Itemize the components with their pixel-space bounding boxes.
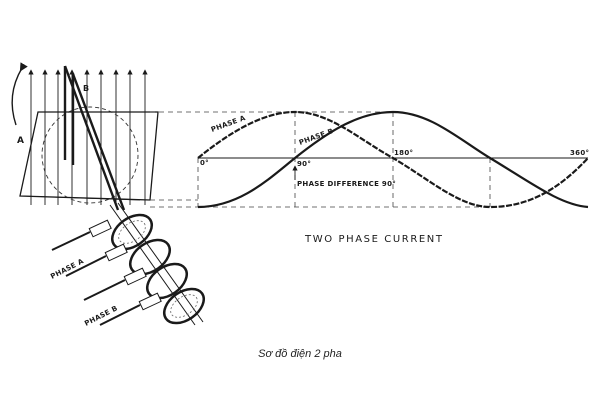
diagram-title: TWO PHASE CURRENT — [304, 234, 444, 245]
magnetic-field-lines — [28, 69, 148, 205]
loop-b-label: B — [83, 84, 89, 93]
coil-loop-a — [19, 111, 159, 201]
rotor-circle — [41, 106, 139, 204]
slip-ring-shaft — [109, 202, 205, 326]
phase-a-wave — [197, 110, 589, 209]
brush-leads — [51, 219, 162, 326]
coil-loop-b — [63, 65, 126, 211]
phase-difference-label: PHASE DIFFERENCE 90° — [297, 180, 396, 188]
loop-a-label: A — [17, 136, 24, 146]
deg-90-label: 90° — [297, 160, 311, 168]
phase-b-wave — [197, 110, 589, 209]
phase-b-wave-label: PHASE B — [298, 127, 335, 147]
phase-a-wave-label: PHASE A — [210, 114, 247, 134]
figure-caption: Sơ đồ điện 2 pha — [258, 348, 342, 360]
rotation-arrow-icon — [11, 62, 28, 126]
deg-180-label: 180° — [394, 149, 413, 157]
deg-360-label: 360° — [570, 149, 589, 157]
deg-0-label: 0° — [200, 159, 209, 167]
